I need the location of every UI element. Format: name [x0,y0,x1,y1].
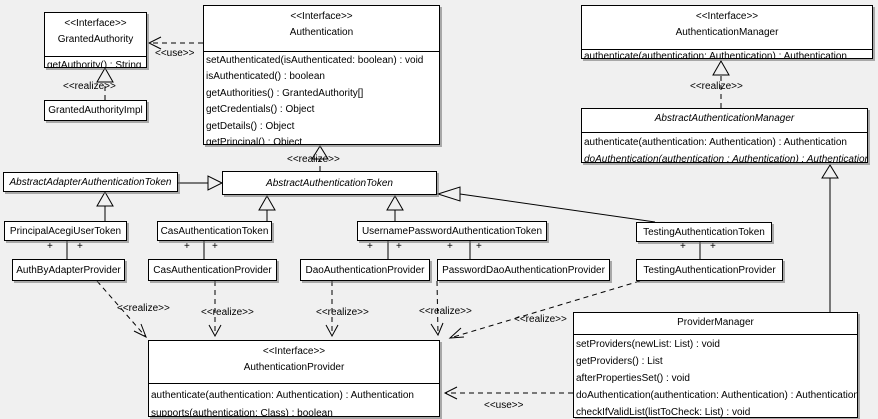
class-cas-authentication-token[interactable]: CasAuthenticationToken [157,221,272,241]
method: checkIfValidList(listToCheck: List) : vo… [576,407,751,418]
open-arrowhead-icon [448,327,465,339]
association-end-plus: + [447,241,453,252]
class-provider-manager[interactable]: ProviderManager setProviders(newList: Li… [573,312,858,418]
realize-label: <<realize>> [419,306,472,317]
realize-label: <<realize>> [117,303,170,314]
method: isAuthenticated() : boolean [206,71,325,83]
realize-label: <<realize>> [514,314,567,325]
edge-realize-testingprovider [449,280,641,339]
class-abstract-authentication-token[interactable]: AbstractAuthenticationToken [222,171,437,195]
class-name: TestingAuthenticationProvider [643,264,776,276]
hollow-triangle-icon [821,164,839,179]
association-end-plus: + [396,241,402,252]
class-name: AuthByAdapterProvider [16,264,121,276]
stereotype-label: <<Interface>> [262,346,326,357]
class-cas-authentication-provider[interactable]: CasAuthenticationProvider [148,259,277,281]
association-end-plus: + [47,241,53,252]
class-dao-authentication-provider[interactable]: DaoAuthenticationProvider [300,259,430,281]
method: getPrincipal() : Object [206,137,303,145]
class-name: AuthenticationManager [675,27,779,38]
realize-label: <<realize>> [287,154,340,165]
stereotype-label: <<Interface>> [64,18,127,29]
association-end-plus: + [710,241,716,252]
open-arrowhead-icon [443,386,458,400]
class-name: ProviderManager [677,317,754,328]
realize-label: <<realize>> [63,81,116,92]
hollow-triangle-icon [96,66,114,83]
open-arrowhead-icon [325,324,339,338]
stereotype-label: <<Interface>> [290,11,353,22]
class-name: DaoAuthenticationProvider [305,264,425,276]
association-end-plus: + [184,241,190,252]
class-name: GrantedAuthorityImpl [48,105,143,116]
realize-label: <<realize>> [690,81,743,92]
method: getAuthorities() : GrantedAuthority[] [206,87,364,99]
class-name: AbstractAdapterAuthenticationToken [9,176,172,188]
stereotype-label: <<Interface>> [695,11,759,22]
method: authenticate(authentication: Authenticat… [584,137,847,148]
class-name: CasAuthenticationProvider [153,264,272,276]
class-password-dao-authentication-provider[interactable]: PasswordDaoAuthenticationProvider [437,259,610,281]
open-arrowhead-icon [430,322,444,337]
method: getProviders() : List [576,356,663,367]
open-arrowhead-icon [208,324,222,338]
use-label: <<use>> [155,48,195,59]
association-end-plus: + [476,241,482,252]
class-authentication[interactable]: <<Interface>> Authentication setAuthenti… [203,5,440,145]
class-username-password-authentication-token[interactable]: UsernamePasswordAuthenticationToken [357,221,547,241]
method: getCredentials() : Object [206,104,315,116]
class-name: UsernamePasswordAuthenticationToken [361,225,543,237]
association-end-plus: + [212,241,218,252]
class-abstract-adapter-authentication-token[interactable]: AbstractAdapterAuthenticationToken [3,172,178,192]
method: doAuthentication(authentication: Authent… [576,390,858,401]
class-name: PrincipalAcegiUserToken [9,225,122,237]
class-name: AbstractAuthenticationToken [266,177,393,189]
class-principal-acegi-user-token[interactable]: PrincipalAcegiUserToken [4,221,127,241]
hollow-triangle-icon [96,190,114,207]
class-name: TestingAuthenticationToken [643,226,765,238]
class-authentication-provider[interactable]: <<Interface>> AuthenticationProvider aut… [148,340,440,417]
class-granted-authority-impl[interactable]: GrantedAuthorityImpl [44,100,147,121]
hollow-triangle-icon [258,194,276,211]
edge-gen-testingtoken [459,193,656,223]
method: getDetails() : Object [206,120,295,132]
method: setProviders(newList: List) : void [576,339,720,350]
association-end-plus: + [367,241,373,252]
class-abstract-authentication-manager[interactable]: AbstractAuthenticationManager authentica… [581,108,868,163]
method: afterPropertiesSet() : void [576,373,690,384]
class-name: PasswordDaoAuthenticationProvider [442,264,605,276]
class-name: GrantedAuthority [57,34,134,45]
association-end-plus: + [680,241,686,252]
edge-realize-authbyadapterprovider [96,280,147,338]
class-name: AbstractAuthenticationManager [654,113,795,124]
open-arrowhead-icon [133,323,147,339]
hollow-triangle-icon [712,59,730,76]
class-authentication-manager[interactable]: <<Interface>> AuthenticationManager auth… [581,5,873,59]
method: authenticate(authentication: Authenticat… [151,390,414,401]
method: authenticate(authentication: Authenticat… [584,51,847,59]
class-name: Authentication [289,27,354,38]
class-testing-authentication-provider[interactable]: TestingAuthenticationProvider [636,259,783,281]
use-label: <<use>> [484,400,524,411]
class-name: CasAuthenticationToken [160,225,269,237]
realize-label: <<realize>> [316,307,369,318]
hollow-triangle-icon [311,145,329,160]
method: doAuthentication(authentication : Authen… [584,154,868,163]
open-arrowhead-icon [147,36,162,50]
method: getAuthority() : String [47,60,142,68]
hollow-triangle-icon [386,194,404,211]
class-testing-authentication-token[interactable]: TestingAuthenticationToken [636,222,772,242]
hollow-triangle-icon [436,186,461,202]
method: supports(authentication: Class) : boolea… [151,408,333,417]
hollow-triangle-icon [207,175,224,191]
method: setAuthenticated(isAuthenticated: boolea… [206,55,424,66]
class-granted-authority[interactable]: <<Interface>> GrantedAuthority getAuthor… [44,12,147,68]
association-end-plus: + [77,241,83,252]
realize-label: <<realize>> [201,307,254,318]
class-auth-by-adapter-provider[interactable]: AuthByAdapterProvider [12,259,125,281]
class-name: AuthenticationProvider [243,362,345,373]
